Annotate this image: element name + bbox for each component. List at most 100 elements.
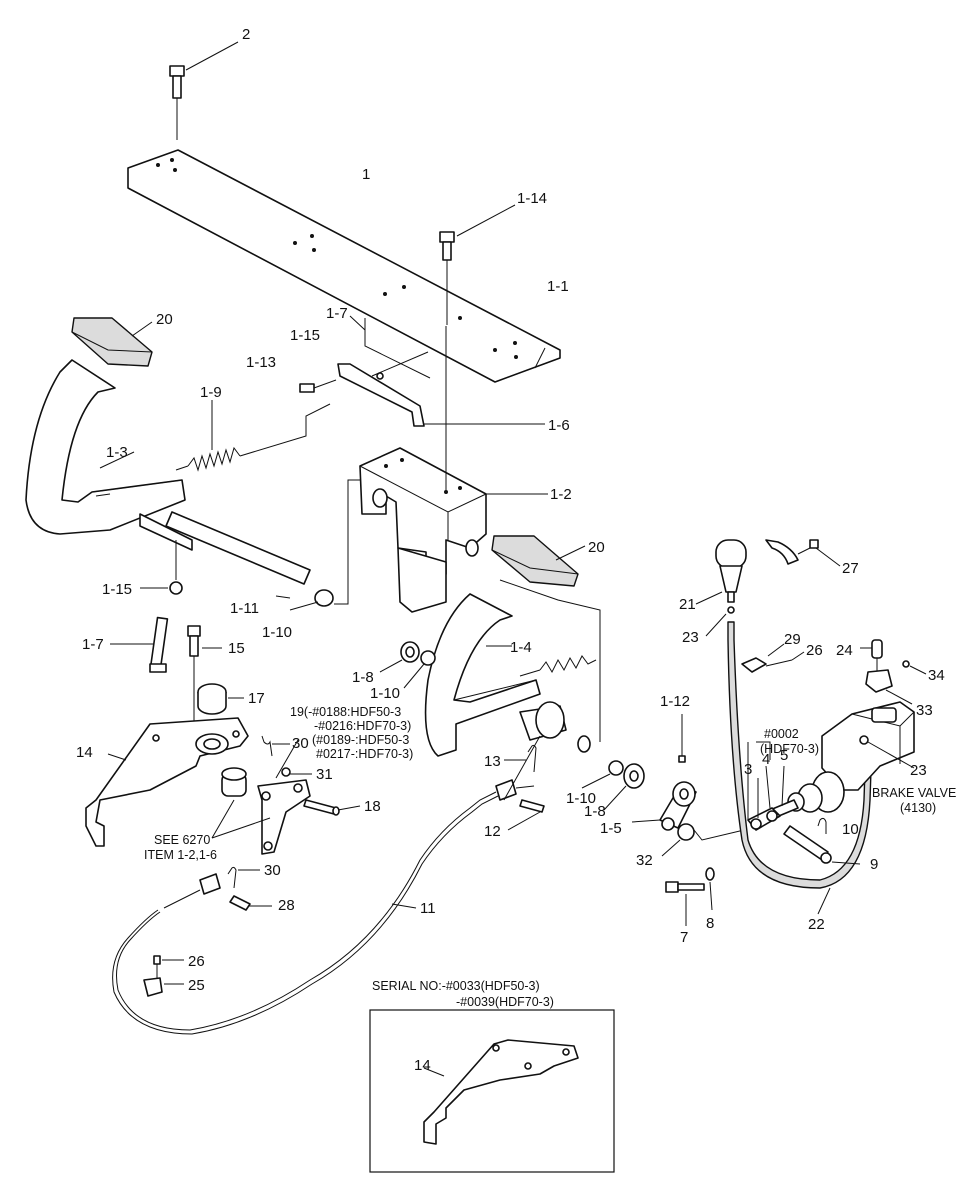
label-1-14: 1-14	[517, 190, 547, 207]
pedal-pad-left	[71, 317, 153, 367]
label-1-11: 1-11	[230, 600, 259, 617]
label-1: 1	[362, 166, 370, 183]
part-number-labels: 2 1 1-14 1-1 20 1-7 1-15 1-13 1-9 1-6 1-…	[76, 26, 956, 1074]
pedal-pad-right	[491, 535, 586, 587]
fitting-part-24	[860, 639, 883, 672]
pedal-shaft	[165, 479, 360, 611]
label-serial-0002-model: (HDF70-3)	[760, 742, 819, 756]
fitting-part-25	[143, 955, 184, 997]
label-15: 15	[228, 640, 245, 657]
label-24: 24	[836, 642, 853, 659]
label-1-15-left: 1-15	[102, 581, 132, 598]
washer-part-8	[705, 867, 715, 911]
label-1-3: 1-3	[106, 444, 128, 461]
pedal-arm-part-1-3	[25, 359, 193, 551]
label-see-items: ITEM 1-2,1-6	[144, 848, 217, 862]
bolt-part-7	[665, 881, 705, 926]
serial-inset	[369, 1009, 615, 1173]
label-1-8-left: 1-8	[352, 669, 374, 686]
label-20-top: 20	[156, 311, 173, 328]
bolt-part-1-7	[110, 540, 183, 673]
label-26-top: 26	[806, 642, 823, 659]
label-30-bottom: 30	[264, 862, 281, 879]
label-1-12: 1-12	[660, 693, 690, 710]
label-1-7-top: 1-7	[326, 305, 348, 322]
label-serial-0002: #0002	[764, 727, 799, 741]
label-33: 33	[916, 702, 933, 719]
label-1-10-right: 1-10	[566, 790, 596, 807]
pin-part-9	[783, 817, 861, 865]
bracket-part-29	[741, 643, 805, 673]
label-14-inset: 14	[414, 1057, 431, 1074]
bracket-part-1-6	[299, 315, 545, 427]
brake-valve-part	[769, 701, 915, 819]
label-2: 2	[242, 26, 250, 43]
clevis-part-3	[747, 741, 785, 831]
bracket-part-14	[85, 717, 249, 847]
label-19-line-1: 19(-#0188:HDF50-3	[290, 705, 401, 719]
label-serial-no-hdf70: -#0039(HDF70-3)	[456, 995, 554, 1009]
label-18: 18	[364, 798, 381, 815]
bushing-part-32	[661, 823, 745, 857]
label-32: 32	[636, 852, 653, 869]
label-13: 13	[484, 753, 501, 770]
label-10: 10	[842, 821, 859, 838]
pin-part-30-31	[261, 735, 312, 777]
label-34: 34	[928, 667, 945, 684]
pin-part-12	[507, 799, 545, 831]
cross-beam-part	[127, 149, 561, 383]
label-31: 31	[316, 766, 333, 783]
label-1-1: 1-1	[547, 278, 569, 295]
label-1-8-right: 1-8	[584, 803, 606, 820]
label-7: 7	[680, 929, 688, 946]
bushing-part-17	[197, 683, 244, 715]
label-1-9: 1-9	[200, 384, 222, 401]
label-8: 8	[706, 915, 714, 932]
bolt-part-2	[169, 41, 239, 140]
lever-part-1-5	[499, 579, 697, 831]
label-26-bottom: 26	[188, 953, 205, 970]
label-1-13: 1-13	[246, 354, 276, 371]
label-5: 5	[780, 747, 788, 764]
label-19-line-3: (#0189-:HDF50-3	[312, 733, 409, 747]
lever-plate-part	[211, 739, 361, 855]
label-1-15-top: 1-15	[290, 327, 320, 344]
label-3: 3	[744, 761, 752, 778]
fitting-part-33	[865, 660, 927, 705]
pin-part-1-12	[678, 714, 686, 763]
label-27: 27	[842, 560, 859, 577]
label-25: 25	[188, 977, 205, 994]
label-19-line-4: #0217-:HDF70-3)	[316, 747, 413, 761]
label-brake-valve: BRAKE VALVE	[872, 786, 956, 800]
label-1-7-left: 1-7	[82, 636, 104, 653]
label-1-2: 1-2	[550, 486, 572, 503]
pedal-arm-part-1-4	[424, 593, 597, 757]
label-20-right: 20	[588, 539, 605, 556]
label-12: 12	[484, 823, 501, 840]
label-1-10-mid: 1-10	[370, 685, 400, 702]
bolt-part-1-14	[439, 204, 516, 325]
label-serial-no: SERIAL NO:-#0033(HDF50-3)	[372, 979, 540, 993]
bushing-part-1-8	[379, 641, 645, 811]
label-1-4: 1-4	[510, 639, 532, 656]
cable-part-11	[112, 735, 541, 1035]
label-28: 28	[278, 897, 295, 914]
label-see-6270: SEE 6270	[154, 833, 210, 847]
label-19-line-2: -#0216:HDF70-3)	[314, 719, 411, 733]
label-21: 21	[679, 596, 696, 613]
pin-part-13	[504, 744, 537, 773]
pedal-bracket-part-1-2	[359, 447, 548, 613]
label-23-right: 23	[910, 762, 927, 779]
label-1-10-left: 1-10	[262, 624, 292, 641]
clamp-part-27	[765, 539, 841, 567]
label-4: 4	[762, 751, 770, 768]
label-30-top: 30	[292, 735, 309, 752]
label-22: 22	[808, 916, 825, 933]
label-1-5: 1-5	[600, 820, 622, 837]
label-9: 9	[870, 856, 878, 873]
spring-part-1-9	[175, 400, 331, 472]
label-14-main: 14	[76, 744, 93, 761]
reservoir-part-21	[695, 539, 747, 637]
label-1-6: 1-6	[548, 417, 570, 434]
